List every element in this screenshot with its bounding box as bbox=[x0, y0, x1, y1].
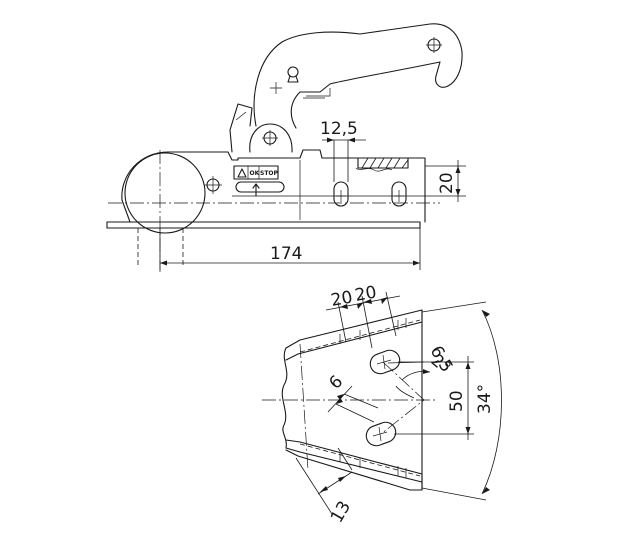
dim-12-5-extension bbox=[333, 140, 349, 182]
dim-angle-large-arc bbox=[481, 309, 502, 495]
dim-angle-small-leader bbox=[395, 385, 415, 399]
dim-13-extension bbox=[295, 447, 353, 515]
pivot-hole-center bbox=[262, 130, 278, 146]
dim-slot-width-ext bbox=[335, 393, 379, 423]
dim-height: 20 bbox=[437, 172, 457, 194]
handle-tip-hole-center bbox=[426, 37, 442, 53]
upper-flange-inner bbox=[285, 321, 423, 361]
dim-20-extension bbox=[425, 165, 466, 197]
upper-flange-hidden bbox=[299, 319, 421, 353]
indicator-window bbox=[235, 181, 285, 193]
dim-bottom: 13 bbox=[327, 498, 355, 527]
ball-shank-hidden bbox=[137, 228, 184, 268]
angled-slot-lower bbox=[365, 421, 397, 447]
handle-small-mark bbox=[270, 82, 282, 94]
break-line bbox=[281, 347, 288, 449]
dim-20-20-extension bbox=[337, 291, 397, 349]
indicator-stop-label: STOP bbox=[260, 170, 279, 177]
pivot-boss bbox=[249, 123, 293, 153]
spring-bracket-inner bbox=[235, 111, 247, 121]
angled-slot-upper bbox=[369, 349, 401, 375]
slot-centerline bbox=[380, 361, 425, 435]
slot-hole-1 bbox=[333, 181, 349, 207]
indicator-plate bbox=[233, 165, 279, 180]
handle-lever bbox=[253, 23, 463, 129]
coupling-housing bbox=[121, 149, 426, 223]
section-wave bbox=[355, 167, 393, 172]
warning-triangle-icon bbox=[237, 168, 247, 178]
handle-keyhole bbox=[287, 66, 299, 78]
dim-50-extension bbox=[394, 361, 474, 435]
dim-offset-b: 20 bbox=[353, 282, 378, 305]
indicator-arrow-icon bbox=[252, 183, 260, 197]
handle-keyhole-slot bbox=[287, 75, 299, 83]
dim-slot-width: 6 bbox=[325, 372, 347, 394]
ball-socket-circle bbox=[124, 152, 206, 234]
indicator-ok-label: OK bbox=[250, 170, 260, 177]
dim-offset-a: 20 bbox=[329, 287, 354, 310]
spring-bracket bbox=[229, 103, 253, 153]
base-plate bbox=[106, 221, 421, 229]
coupling-side-view: OK STOP 12,5 20 174 bbox=[106, 23, 466, 272]
slot-hole-2 bbox=[391, 181, 407, 207]
dim-length: 174 bbox=[270, 244, 302, 264]
lower-flange-inner bbox=[285, 447, 423, 483]
dim-hole-spacing: 12,5 bbox=[320, 119, 358, 139]
dim-vertical: 50 bbox=[447, 390, 467, 412]
dim-angle-large: 34° bbox=[475, 384, 495, 414]
upper-flange-outer bbox=[285, 309, 423, 349]
lower-flange-hidden bbox=[299, 443, 421, 477]
mount-hole-left-center bbox=[204, 176, 222, 194]
dim-angle-large-extension bbox=[421, 301, 487, 501]
hatched-section bbox=[357, 157, 409, 169]
hole-pattern-view: 20 20 6,5 2° 6 50 34° 13 bbox=[262, 282, 502, 527]
handle-inner-edge bbox=[306, 88, 331, 97]
